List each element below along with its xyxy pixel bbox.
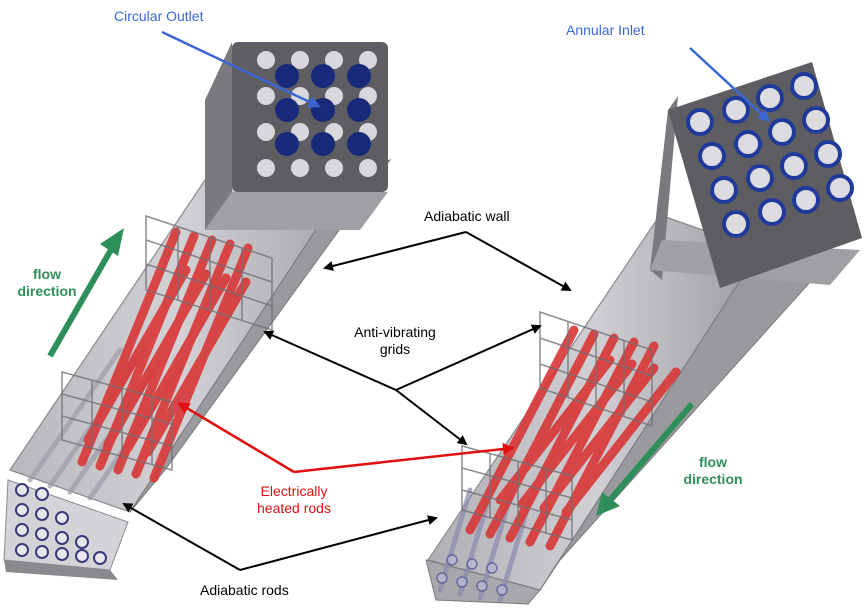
annular-inlet-label: Annular Inlet: [566, 22, 645, 38]
heated-pointer-left: [177, 402, 295, 474]
flow-arrows: [47, 228, 695, 516]
electrically-heated-rods-label: Electrically heated rods: [244, 483, 344, 517]
adiabatic-wall-label: Adiabatic wall: [424, 208, 510, 224]
circular-outlet-pointer: [161, 30, 321, 108]
adiabatic-rods-pointer-left: [122, 503, 241, 571]
left-test-section: [3, 42, 392, 580]
flow-left-line-1: flow: [33, 266, 61, 282]
heated-line-1: Electrically: [260, 483, 328, 499]
flow-direction-left-label: flow direction: [2, 266, 92, 300]
anti-vibrating-grids-label: Anti-vibrating grids: [340, 324, 450, 358]
adiabatic-rods-pointer-right: [239, 515, 438, 571]
heated-pointer-right: [293, 443, 515, 474]
anti-vibrating-line-1: Anti-vibrating: [354, 324, 436, 340]
flow-direction-right-label: flow direction: [668, 454, 758, 488]
right-inlet-block-side: [650, 96, 678, 280]
left-outlet-block-side: [205, 42, 232, 230]
flow-left-line-2: direction: [17, 283, 77, 299]
adiabatic-rods-label: Adiabatic rods: [200, 582, 289, 598]
grid-pointer-left: [263, 330, 397, 391]
left-bottom-ports: [15, 483, 107, 565]
heated-line-2: heated rods: [257, 500, 331, 516]
right-anti-vibrating-grid-upper: [539, 310, 653, 428]
left-duct-side-face: [129, 158, 392, 513]
flow-arrow-left-shaft: [47, 246, 115, 358]
right-bottom-ports: [436, 554, 508, 596]
left-anti-vibrating-grid-upper: [145, 214, 273, 332]
circular-outlet-label: Circular Outlet: [114, 8, 204, 24]
annotation-arrows: [122, 30, 771, 571]
flow-arrow-right-head: [596, 492, 620, 516]
left-outlet-holes: [257, 51, 377, 177]
annular-inlet-pointer: [689, 47, 771, 123]
flow-right-line-2: direction: [683, 471, 743, 487]
flow-arrow-right-shaft: [607, 402, 695, 502]
flow-right-line-1: flow: [699, 454, 727, 470]
adiabatic-wall-pointer-right: [465, 231, 572, 291]
left-outlet-block-bottom: [205, 192, 388, 230]
flow-arrow-left-head: [100, 228, 124, 256]
right-test-section: [425, 62, 862, 605]
right-anti-vibrating-grid-lower: [461, 445, 573, 541]
adiabatic-wall-pointer-left: [323, 231, 467, 271]
right-heated-rods: [465, 325, 681, 551]
anti-vibrating-line-2: grids: [379, 341, 411, 357]
grid-pointer-right-upper: [395, 324, 542, 391]
left-anti-vibrating-grid-lower: [61, 371, 173, 471]
left-circular-outlet-ports: [275, 64, 371, 156]
grid-pointer-right-lower: [395, 389, 468, 446]
right-annular-inlet-ports: [686, 72, 854, 238]
